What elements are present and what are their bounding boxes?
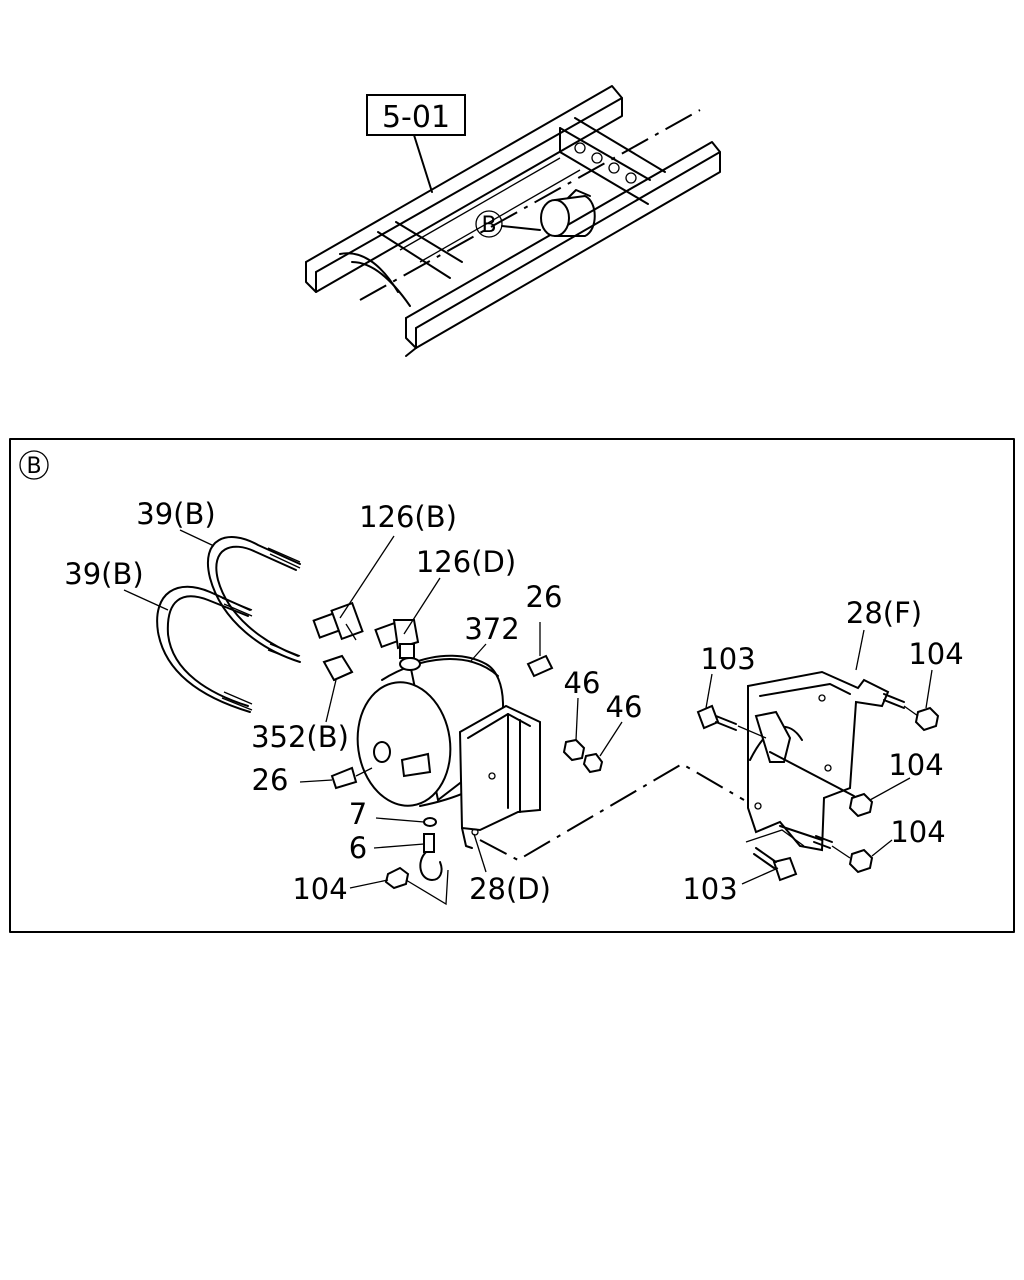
detail-marker-top: B — [481, 213, 496, 238]
nut-104-low — [848, 848, 874, 874]
adapter-352b — [322, 654, 354, 682]
leader-lines — [123, 529, 933, 889]
label-104-low: 104 — [890, 815, 945, 849]
chassis-frame-overview — [305, 85, 721, 357]
drain-cock-6 — [419, 833, 443, 881]
nut-104-top — [914, 706, 940, 732]
bracket-28d — [458, 704, 541, 849]
label-39b-upper: 39(B) — [136, 497, 215, 531]
nut-46-b — [582, 752, 604, 774]
u-bolt-upper — [207, 536, 301, 663]
label-104-top: 104 — [908, 637, 963, 671]
label-104-left: 104 — [292, 872, 347, 906]
bracket-28f — [747, 670, 890, 852]
label-28d: 28(D) — [469, 872, 551, 906]
label-104-mid: 104 — [888, 748, 943, 782]
fitting-126b — [312, 601, 364, 641]
u-bolt-lower — [156, 585, 253, 713]
label-126b: 126(B) — [359, 500, 457, 534]
label-46-b: 46 — [606, 690, 643, 724]
detail-frame — [9, 438, 1015, 933]
label-26-top: 26 — [526, 580, 563, 614]
reference-label: 5-01 — [382, 100, 450, 135]
nipple-26-top — [526, 654, 554, 678]
label-7: 7 — [349, 797, 367, 831]
label-46-a: 46 — [564, 666, 601, 700]
label-103-bottom: 103 — [682, 872, 737, 906]
label-39b-lower: 39(B) — [64, 557, 143, 591]
detail-marker-circle — [19, 450, 49, 480]
label-352b: 352(B) — [251, 720, 349, 754]
fitting-126d — [374, 619, 420, 659]
label-6: 6 — [349, 831, 367, 865]
label-28f: 28(F) — [846, 596, 922, 630]
part-labels: 39(B) 39(B) 126(B) 126(D) 372 26 46 46 3… — [64, 497, 963, 906]
bolt-103-top — [696, 704, 737, 731]
label-26-left: 26 — [252, 763, 289, 797]
label-372: 372 — [464, 612, 519, 646]
nut-104-mid — [848, 792, 874, 818]
nut-104-left — [384, 866, 410, 890]
detail-marker: B — [26, 454, 41, 479]
bolt-103-bottom — [753, 847, 798, 882]
washer-7 — [423, 817, 437, 827]
detail-marker-circle-top — [475, 210, 503, 238]
label-103-top: 103 — [700, 642, 755, 676]
label-126d: 126(D) — [416, 545, 516, 579]
nipple-26-left — [330, 766, 358, 790]
nut-46-a — [562, 738, 586, 762]
reference-box — [366, 94, 466, 136]
